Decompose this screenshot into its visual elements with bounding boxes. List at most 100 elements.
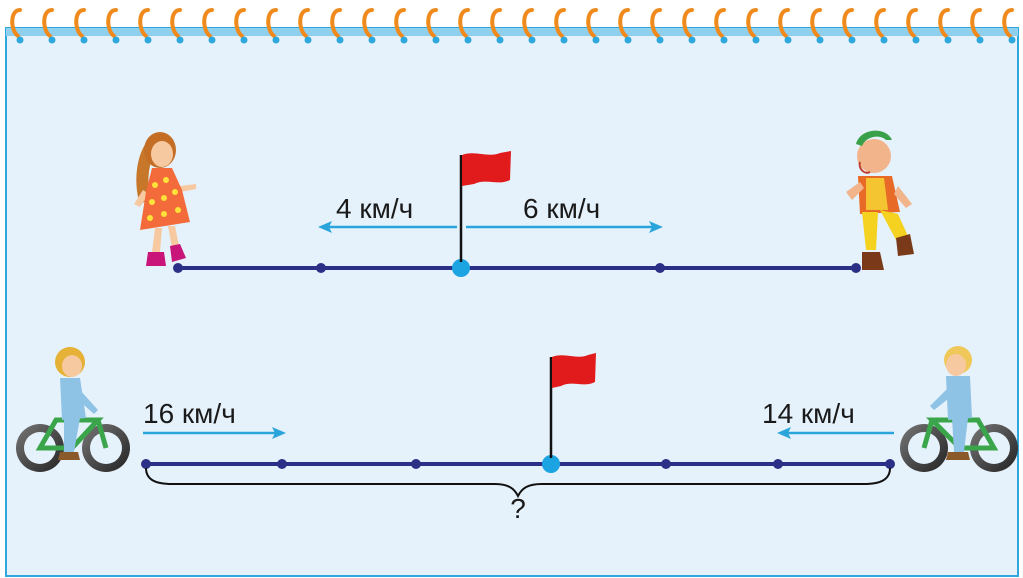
top-left-arrow (318, 221, 457, 233)
bottom-flag (549, 353, 596, 458)
spiral-ring (138, 8, 150, 38)
binding-hole (336, 36, 344, 44)
track-point (141, 459, 151, 469)
spiral-ring (746, 8, 758, 38)
unknown-distance: ? (510, 493, 526, 524)
track-point (277, 459, 287, 469)
boy-figure (846, 130, 914, 270)
top-right-arrow (466, 221, 663, 233)
binding-hole (880, 36, 888, 44)
spiral-ring (234, 8, 246, 38)
track-point (885, 459, 895, 469)
girl-figure (134, 132, 196, 266)
binding-hole (624, 36, 632, 44)
track-point (773, 459, 783, 469)
spiral-ring (170, 8, 182, 38)
spiral-ring (874, 8, 886, 38)
binding-hole (688, 36, 696, 44)
binding-hole (176, 36, 184, 44)
binding-hole (848, 36, 856, 44)
spiral-ring (618, 8, 630, 38)
arrow-right-icon (272, 427, 286, 439)
binding-hole (560, 36, 568, 44)
top-left-speed: 4 км/ч (336, 193, 413, 224)
spiral-ring (650, 8, 662, 38)
arrow-right-icon (649, 221, 663, 233)
binding-hole (912, 36, 920, 44)
distance-brace (145, 467, 891, 499)
spiral-ring (202, 8, 214, 38)
binding-hole (208, 36, 216, 44)
spiral-ring (10, 8, 22, 38)
spiral-ring (938, 8, 950, 38)
spiral-ring (554, 8, 566, 38)
binding-hole (656, 36, 664, 44)
binding-hole (592, 36, 600, 44)
spiral-ring (586, 8, 598, 38)
binding-hole (528, 36, 536, 44)
binding-hole (464, 36, 472, 44)
track-point (661, 459, 671, 469)
top-track (173, 259, 861, 277)
binding-hole (80, 36, 88, 44)
spiral-ring (842, 8, 854, 38)
girl-cyclist-figure (16, 347, 130, 472)
binding-hole (496, 36, 504, 44)
bottom-left-arrow (143, 427, 286, 439)
binding-hole (400, 36, 408, 44)
spiral-ring (74, 8, 86, 38)
spiral-ring (1002, 8, 1014, 38)
spiral-ring (970, 8, 982, 38)
top-right-speed: 6 км/ч (523, 193, 600, 224)
binding-hole (752, 36, 760, 44)
spiral-ring (906, 8, 918, 38)
track-point (655, 263, 665, 273)
spiral-ring (106, 8, 118, 38)
binding-hole (16, 36, 24, 44)
binding-hole (1008, 36, 1016, 44)
top-flag (459, 151, 511, 262)
bottom-right-speed: 14 км/ч (762, 398, 855, 429)
binding-hole (240, 36, 248, 44)
spiral-ring (522, 8, 534, 38)
start-point (452, 259, 470, 277)
binding-hole (304, 36, 312, 44)
spiral-ring (714, 8, 726, 38)
flag-icon (462, 151, 511, 186)
spiral-ring (394, 8, 406, 38)
track-point (173, 263, 183, 273)
binding-hole (272, 36, 280, 44)
meeting-point (542, 455, 560, 473)
arrow-left-icon (777, 427, 791, 439)
binding-hole (432, 36, 440, 44)
spiral-ring (810, 8, 822, 38)
binding-hole (720, 36, 728, 44)
binding-hole (784, 36, 792, 44)
bottom-right-arrow (777, 427, 894, 439)
panel-top-band (6, 28, 1018, 36)
spiral-ring (458, 8, 470, 38)
track-point (851, 263, 861, 273)
spiral-ring (426, 8, 438, 38)
binding-hole (144, 36, 152, 44)
spiral-ring (778, 8, 790, 38)
spiral-binding (10, 8, 1016, 44)
spiral-ring (298, 8, 310, 38)
spiral-ring (42, 8, 54, 38)
binding-hole (816, 36, 824, 44)
bottom-track (141, 455, 895, 473)
track-point (411, 459, 421, 469)
spiral-ring (362, 8, 374, 38)
arrow-left-icon (318, 221, 332, 233)
binding-hole (368, 36, 376, 44)
spiral-ring (490, 8, 502, 38)
binding-hole (944, 36, 952, 44)
boy-cyclist-figure (900, 346, 1018, 472)
spiral-ring (330, 8, 342, 38)
binding-hole (112, 36, 120, 44)
track-point (316, 263, 326, 273)
binding-hole (48, 36, 56, 44)
bottom-left-speed: 16 км/ч (143, 398, 236, 429)
spiral-ring (682, 8, 694, 38)
